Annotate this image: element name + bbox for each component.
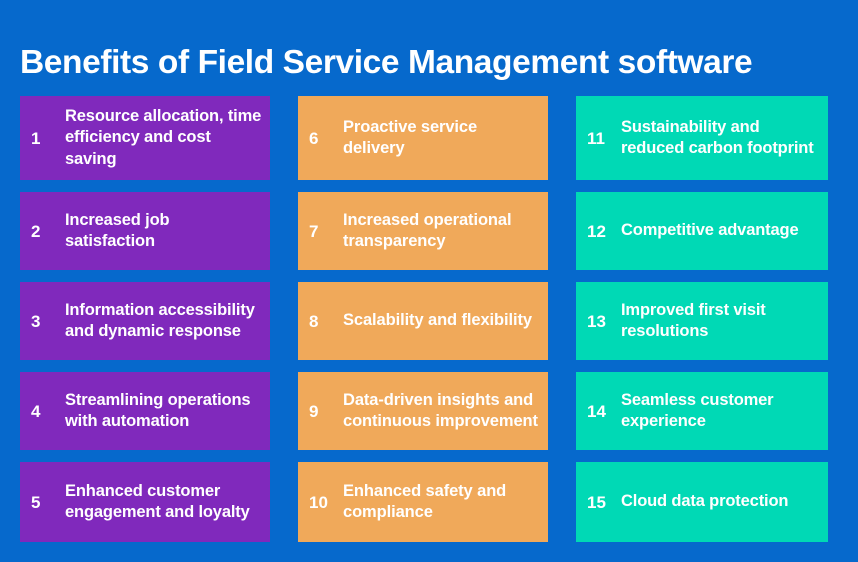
benefit-label: Resource allocation, time efficiency and… bbox=[65, 106, 262, 168]
benefit-number: 7 bbox=[309, 221, 319, 241]
benefits-column-teal: 11 Sustainability and reduced carbon foo… bbox=[576, 96, 828, 542]
benefit-card[interactable]: 9 Data-driven insights and continuous im… bbox=[298, 372, 548, 450]
benefit-card[interactable]: 11 Sustainability and reduced carbon foo… bbox=[576, 96, 828, 180]
benefit-label: Increased job satisfaction bbox=[65, 210, 170, 251]
benefit-label: Streamlining operations with automation bbox=[65, 390, 251, 431]
benefit-label: Scalability and flexibility bbox=[343, 311, 532, 330]
benefit-label: Enhanced customer engagement and loyalty bbox=[65, 481, 250, 522]
benefit-label: Sustainability and reduced carbon footpr… bbox=[621, 117, 814, 158]
benefit-label: Enhanced safety and compliance bbox=[343, 481, 507, 522]
benefit-number: 8 bbox=[309, 311, 319, 331]
benefits-grid: 1 Resource allocation, time efficiency a… bbox=[0, 96, 858, 546]
benefit-number: 1 bbox=[31, 128, 41, 148]
benefit-number: 14 bbox=[587, 401, 606, 421]
benefit-card[interactable]: 2 Increased job satisfaction bbox=[20, 192, 270, 270]
benefit-label: Information accessibility and dynamic re… bbox=[65, 300, 255, 341]
benefit-label: Cloud data protection bbox=[621, 492, 789, 511]
benefit-label: Data-driven insights and continuous impr… bbox=[343, 390, 538, 431]
benefit-number: 2 bbox=[31, 221, 41, 241]
benefit-label: Increased operational transparency bbox=[343, 210, 512, 251]
benefit-number: 12 bbox=[587, 221, 606, 241]
benefit-number: 4 bbox=[31, 401, 41, 421]
benefit-card[interactable]: 5 Enhanced customer engagement and loyal… bbox=[20, 462, 270, 542]
benefit-number: 6 bbox=[309, 128, 319, 148]
benefits-column-orange: 6 Proactive service delivery 7 Increased… bbox=[298, 96, 548, 542]
benefit-card[interactable]: 1 Resource allocation, time efficiency a… bbox=[20, 96, 270, 180]
benefit-number: 5 bbox=[31, 492, 41, 512]
benefit-number: 13 bbox=[587, 311, 606, 331]
benefit-label: Proactive service delivery bbox=[343, 117, 478, 158]
benefit-label: Seamless customer experience bbox=[621, 390, 774, 431]
benefits-column-purple: 1 Resource allocation, time efficiency a… bbox=[20, 96, 270, 542]
benefit-number: 10 bbox=[309, 492, 328, 512]
benefit-card[interactable]: 15 Cloud data protection bbox=[576, 462, 828, 542]
benefit-number: 15 bbox=[587, 492, 606, 512]
benefit-card[interactable]: 6 Proactive service delivery bbox=[298, 96, 548, 180]
benefit-card[interactable]: 14 Seamless customer experience bbox=[576, 372, 828, 450]
page-title: Benefits of Field Service Management sof… bbox=[20, 44, 753, 81]
benefit-card[interactable]: 13 Improved first visit resolutions bbox=[576, 282, 828, 360]
benefit-card[interactable]: 3 Information accessibility and dynamic … bbox=[20, 282, 270, 360]
benefit-number: 11 bbox=[587, 128, 605, 148]
benefit-label: Competitive advantage bbox=[621, 221, 799, 240]
benefit-card[interactable]: 7 Increased operational transparency bbox=[298, 192, 548, 270]
benefit-card[interactable]: 8 Scalability and flexibility bbox=[298, 282, 548, 360]
benefit-label: Improved first visit resolutions bbox=[621, 300, 766, 341]
benefit-number: 9 bbox=[309, 401, 319, 421]
benefit-card[interactable]: 12 Competitive advantage bbox=[576, 192, 828, 270]
benefit-card[interactable]: 10 Enhanced safety and compliance bbox=[298, 462, 548, 542]
benefit-number: 3 bbox=[31, 311, 41, 331]
benefit-card[interactable]: 4 Streamlining operations with automatio… bbox=[20, 372, 270, 450]
